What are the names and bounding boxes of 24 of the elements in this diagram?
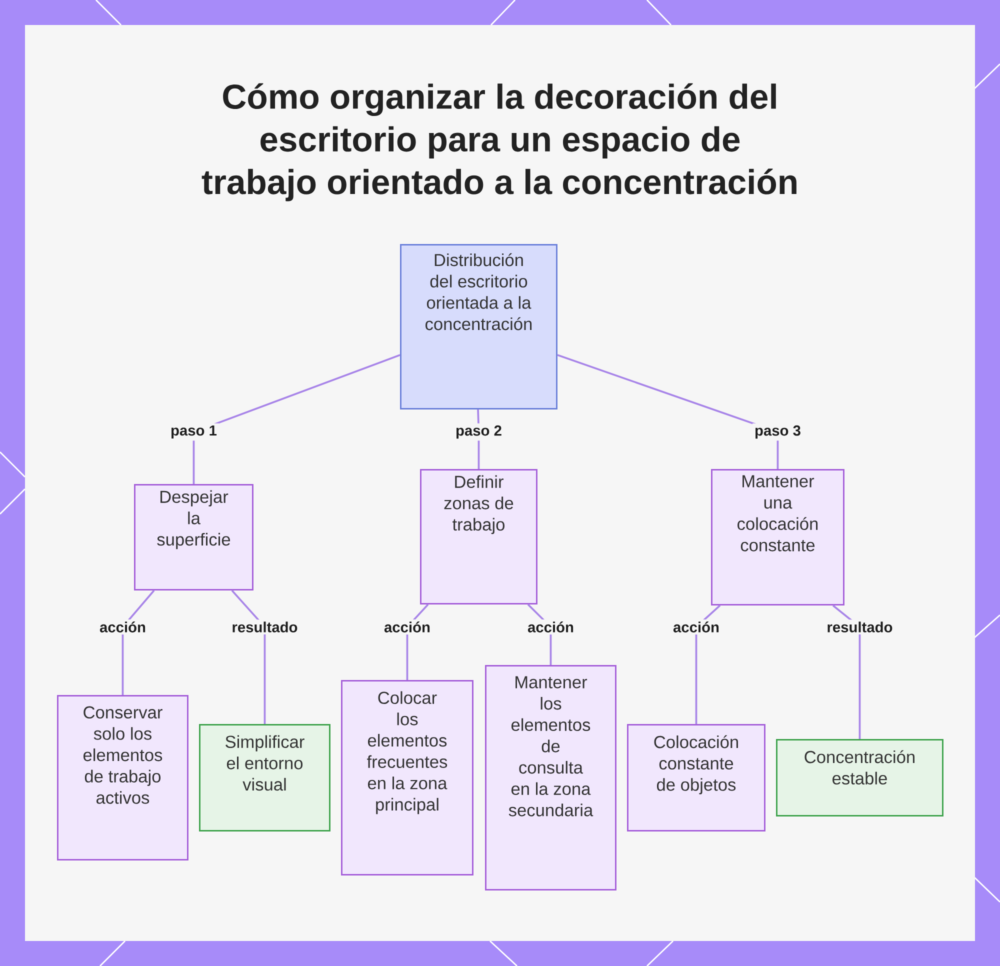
result-box: Concentración estable bbox=[776, 739, 944, 816]
edge-label: paso 1 bbox=[168, 423, 219, 441]
edge-label: acción bbox=[382, 620, 432, 634]
process-box: Colocar los elementos frecuentes en la zona principal bbox=[341, 680, 474, 876]
edge-label: paso 3 bbox=[752, 423, 803, 441]
process-box: Colocación constante de objetos bbox=[627, 724, 766, 832]
title: Cómo organizar la decoración del escritorio para un espacio de trabajo orientado a la concentración bbox=[202, 83, 796, 202]
edge-label: acción bbox=[671, 620, 722, 634]
edge-label: resultado bbox=[230, 620, 300, 634]
process-box: Conservar solo los elementos de trabajo activos bbox=[57, 695, 188, 860]
edge-label: acción bbox=[98, 620, 148, 634]
edge-label: acción bbox=[526, 620, 576, 634]
connector-line bbox=[832, 604, 861, 739]
process-box: Mantener los elementos de consulta en la zona secundaria bbox=[485, 665, 616, 890]
process-box: Mantener una colocación constante bbox=[711, 469, 844, 606]
edge-label: resultado bbox=[824, 620, 895, 634]
result-box: Simplificar el entorno visual bbox=[199, 724, 330, 832]
process-box: Definir zonas de trabajo bbox=[420, 469, 538, 604]
connector-line bbox=[557, 354, 779, 469]
concept-box: Distribución del escritorio orientada a la concentración bbox=[400, 244, 558, 410]
process-box: Despejar la superficie bbox=[134, 484, 254, 590]
connector-line bbox=[192, 354, 400, 484]
connector-line bbox=[231, 590, 266, 724]
edge-label: paso 2 bbox=[454, 423, 504, 441]
